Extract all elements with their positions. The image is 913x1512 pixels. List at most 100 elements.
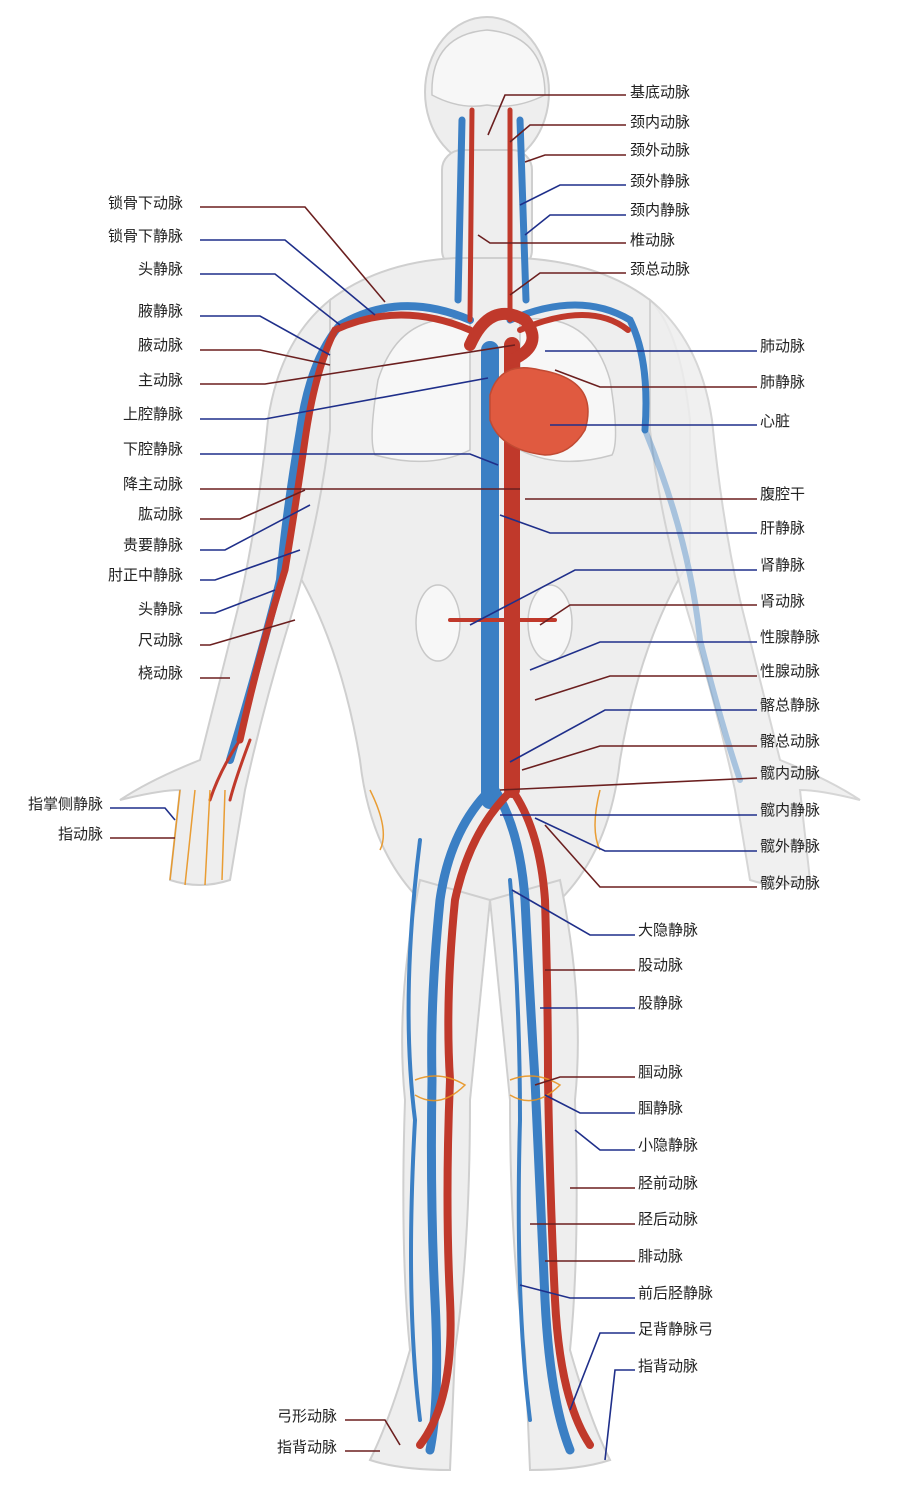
leader-cephalic-upper <box>200 273 341 326</box>
label-basilar-artery: 基底动脉 <box>630 83 690 101</box>
label-popliteal-artery: 腘动脉 <box>638 1063 683 1081</box>
forearm-arteries <box>208 738 252 802</box>
left-arm-veins <box>642 427 743 783</box>
label-descending-aorta: 降主动脉 <box>123 475 183 493</box>
label-basilic-vein: 贵要静脉 <box>123 536 183 554</box>
label-anterior-tibial-artery: 胫前动脉 <box>638 1174 698 1192</box>
label-common-iliac-artery: 髂总动脉 <box>760 732 820 750</box>
label-gonadal-artery: 性腺动脉 <box>760 662 820 680</box>
heart <box>489 367 589 456</box>
left-kidney <box>527 584 573 662</box>
leader-dorsal-digital-right <box>604 1369 635 1461</box>
leader-vertebral <box>477 234 626 244</box>
label-dorsal-digital-artery-right: 指背动脉 <box>638 1357 698 1375</box>
jugular-vein-right <box>454 116 466 304</box>
leader-gonadal-artery <box>534 675 757 701</box>
label-celiac-trunk: 腹腔干 <box>760 485 805 503</box>
leader-gonadal-vein <box>529 641 757 671</box>
label-common-iliac-vein: 髂总静脉 <box>760 696 820 714</box>
hip-vessels-left <box>594 789 601 851</box>
label-femoral-artery: 股动脉 <box>638 956 683 974</box>
label-radial-artery: 桡动脉 <box>138 664 183 682</box>
leader-internal-iliac-artery <box>499 777 758 791</box>
label-median-cubital-vein: 肘正中静脉 <box>108 566 183 584</box>
knee-vessels-left <box>509 1075 562 1102</box>
iliac-artery-right <box>416 786 516 1449</box>
hand-vessels <box>169 789 226 886</box>
leader-external-iliac-artery <box>544 824 757 888</box>
right-arm-of-figure <box>119 297 331 886</box>
leader-internal-carotid <box>509 124 626 143</box>
label-inferior-vena-cava: 下腔静脉 <box>123 440 183 458</box>
leader-brachial <box>200 489 306 520</box>
leader-common-carotid <box>509 272 626 296</box>
subclavian-vein-left <box>506 301 650 434</box>
leader-popliteal-artery <box>534 1076 635 1086</box>
leader-ulnar <box>200 619 296 646</box>
leader-palmar-digital <box>110 807 176 821</box>
label-external-carotid-artery: 颈外动脉 <box>630 141 690 159</box>
label-posterior-tibial-artery: 胫后动脉 <box>638 1210 698 1228</box>
right-kidney <box>415 584 461 662</box>
label-digital-artery: 指动脉 <box>58 825 103 843</box>
leader-tibial-veins <box>519 1284 635 1299</box>
label-gonadal-vein: 性腺静脉 <box>760 628 820 646</box>
leader-dorsal-venous-arch <box>569 1332 635 1411</box>
brain <box>431 29 546 107</box>
label-external-jugular-vein: 颈外静脉 <box>630 172 690 190</box>
label-internal-iliac-artery: 髋内动脉 <box>760 764 820 782</box>
label-palmar-digital-vein: 指掌侧静脉 <box>28 795 103 813</box>
label-renal-artery: 肾动脉 <box>760 592 805 610</box>
label-external-iliac-vein: 髋外静脉 <box>760 837 820 855</box>
label-subclavian-vein: 锁骨下静脉 <box>108 227 183 245</box>
subclavian-artery-right <box>236 311 474 744</box>
iliac-artery-left <box>508 786 594 1449</box>
label-renal-vein: 肾静脉 <box>760 556 805 574</box>
label-great-saphenous-vein: 大隐静脉 <box>638 921 698 939</box>
label-subclavian-artery: 锁骨下动脉 <box>108 194 183 212</box>
label-femoral-vein: 股静脉 <box>638 994 683 1012</box>
label-brachial-artery: 肱动脉 <box>138 505 183 523</box>
leader-external-iliac-vein <box>534 817 757 852</box>
leader-basilic <box>200 504 311 551</box>
label-common-carotid-artery: 颈总动脉 <box>630 260 690 278</box>
label-ulnar-artery: 尺动脉 <box>138 631 183 649</box>
leader-renal-vein <box>469 569 757 626</box>
hip-vessels-right <box>369 789 385 851</box>
label-small-saphenous-vein: 小隐静脉 <box>638 1136 698 1154</box>
knee-vessels-right <box>414 1075 467 1102</box>
label-internal-iliac-vein: 髋内静脉 <box>760 801 820 819</box>
label-hepatic-vein: 肝静脉 <box>760 519 805 537</box>
label-axillary-vein: 腋静脉 <box>138 302 183 320</box>
leader-pulmonary-vein <box>554 369 757 388</box>
carotid-right <box>467 107 475 323</box>
leader-cephalic-lower <box>200 589 276 614</box>
leader-median-cubital <box>200 549 301 581</box>
label-external-iliac-artery: 髋外动脉 <box>760 874 820 892</box>
leader-external-jugular <box>519 184 626 206</box>
label-tibial-veins: 前后胫静脉 <box>638 1284 713 1302</box>
leader-common-iliac-artery <box>521 745 757 771</box>
leader-axillary-vein <box>200 315 331 356</box>
left-arm-of-figure <box>649 297 861 886</box>
label-popliteal-vein: 腘静脉 <box>638 1099 683 1117</box>
leader-svc <box>200 377 489 420</box>
leader-popliteal-vein <box>544 1094 635 1114</box>
label-dorsal-venous-arch: 足背静脉弓 <box>638 1320 713 1338</box>
label-dorsal-digital-artery-left: 指背动脉 <box>277 1438 337 1456</box>
label-internal-carotid-artery: 颈内动脉 <box>630 113 690 131</box>
leader-renal-artery <box>539 604 757 626</box>
labels-left: 锁骨下动脉 锁骨下静脉 头静脉 腋静脉 腋动脉 主动脉 上腔静脉 下腔静脉 降主… <box>28 194 337 1456</box>
leader-common-iliac-vein <box>509 709 757 763</box>
label-heart: 心脏 <box>760 412 790 430</box>
label-arcuate-artery: 弓形动脉 <box>277 1407 337 1425</box>
leader-arcuate <box>345 1419 401 1446</box>
iliac-vein-right <box>425 785 495 1455</box>
label-fibular-artery: 腓动脉 <box>638 1247 683 1265</box>
leader-internal-jugular <box>524 214 626 236</box>
leader-aorta <box>200 344 516 385</box>
subclavian-artery-left <box>517 312 631 333</box>
label-cephalic-vein-upper: 头静脉 <box>138 260 183 278</box>
label-axillary-artery: 腋动脉 <box>138 336 183 354</box>
